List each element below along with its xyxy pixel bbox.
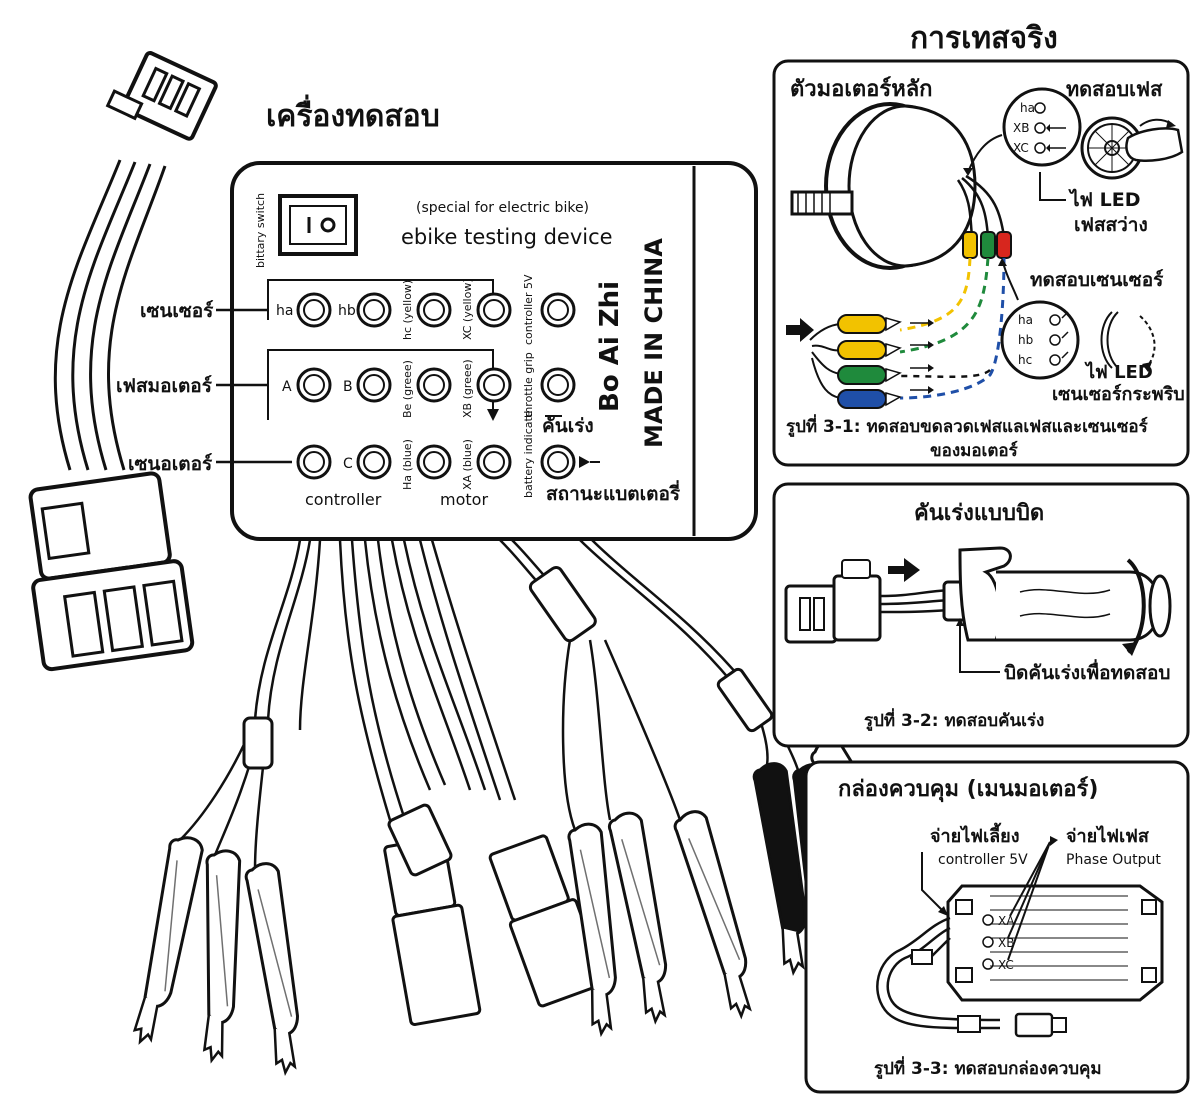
tester-device-body bbox=[216, 161, 758, 541]
panel1-led-sensor-1: ไฟ LED bbox=[1084, 361, 1153, 383]
bottom-label-controller: controller bbox=[305, 490, 382, 509]
panel1-led-phase-2: เฟสสว่าง bbox=[1074, 214, 1148, 236]
panel1-phase-test: ทดสอบเฟส bbox=[1066, 77, 1163, 101]
panel3-drawing bbox=[804, 760, 1190, 1094]
jack-label-battery-indicate: battery indicate bbox=[522, 410, 535, 498]
jack-label-hb: hb bbox=[338, 303, 356, 319]
test-leads bbox=[179, 539, 802, 871]
panel1-sensor-led-ha: ha bbox=[1018, 313, 1033, 327]
jack-label-xa-blue: XA (blue) bbox=[461, 439, 474, 490]
panel3-phase-th: จ่ายไฟเฟส bbox=[1066, 825, 1150, 847]
callout-battery-status: สถานะแบตเตอรี่ bbox=[546, 480, 681, 505]
panel3-supply-en: controller 5V bbox=[938, 852, 1028, 868]
panel2-title: คันเร่งแบบบิด bbox=[914, 501, 1044, 526]
bottom-label-motor: motor bbox=[440, 490, 488, 509]
panel1-phase-led-ha: ha bbox=[1020, 101, 1035, 115]
jack-row-3 bbox=[296, 444, 576, 480]
right-heading: การเทสจริง bbox=[910, 21, 1058, 56]
top-left-connector bbox=[28, 51, 218, 672]
panel1-led-phase-1: ไฟ LED bbox=[1068, 188, 1140, 211]
panel1-led-sensor-2: เซนเซอร์กระพริบ bbox=[1052, 383, 1185, 405]
jack-label-b: B bbox=[343, 379, 353, 395]
panel3-title: กล่องควบคุม (เมนมอเตอร์) bbox=[838, 776, 1098, 803]
panel2-note: บิดคันเร่งเพื่อทดสอบ bbox=[1004, 659, 1170, 684]
panel2-drawing bbox=[772, 482, 1190, 748]
jack-label-c: C bbox=[343, 456, 353, 472]
jack-label-xb: XB (greee) bbox=[461, 359, 474, 418]
origin-text: MADE IN CHINA bbox=[640, 238, 668, 448]
panel1-sensor-test: ทดสอบเซนเซอร์ bbox=[1030, 269, 1164, 291]
jack-label-controller-5v: controller 5V bbox=[522, 274, 535, 345]
jack-row-1 bbox=[296, 292, 576, 328]
panel3-phase-en: Phase Output bbox=[1066, 852, 1161, 868]
callout-phase-motor: เฟสมอเตอร์ bbox=[116, 375, 213, 397]
panel3-caption: รูปที่ 3-3: ทดสอบกล่องควบคุม bbox=[874, 1056, 1102, 1080]
panel1-phase-led-xc: XC bbox=[1013, 141, 1029, 155]
cable-sleeves bbox=[242, 565, 774, 770]
panel1-drawing bbox=[772, 59, 1190, 467]
jack-row-2 bbox=[296, 367, 576, 403]
panel1-phase-led-xb: XB bbox=[1013, 121, 1029, 135]
jack-label-hc-yellow: hc (yellow) bbox=[401, 280, 414, 340]
panel1-sensor-led-hc: hc bbox=[1018, 353, 1032, 367]
panel1-caption-2: ของมอเตอร์ bbox=[930, 440, 1019, 461]
device-title: ebike testing device bbox=[401, 225, 613, 249]
callout-sensor: เซนเซอร์ bbox=[140, 300, 214, 322]
switch-label: bittary switch bbox=[254, 193, 267, 268]
jack-label-a: A bbox=[282, 379, 292, 395]
jack-label-throttle-grip: throttle grip bbox=[522, 352, 535, 418]
panel3-output-xb: XB bbox=[998, 936, 1014, 950]
jack-label-xc-yellow: XC (yellow) bbox=[461, 278, 474, 340]
panel1-title: ตัวมอเตอร์หลัก bbox=[790, 76, 933, 102]
panel1-caption-1: รูปที่ 3-1: ทดสอบขดลวดเฟสแลเฟสและเซนเซอร… bbox=[786, 414, 1149, 438]
panel3-supply-th: จ่ายไฟเลี้ยง bbox=[930, 822, 1020, 847]
brand-text: Bo Ai Zhi bbox=[595, 281, 625, 412]
jack-label-be: Be (greee) bbox=[401, 360, 414, 418]
device-subtitle: (special for electric bike) bbox=[416, 200, 589, 216]
panel1-sensor-led-hb: hb bbox=[1018, 333, 1033, 347]
callout-throttle: คันเร่ง bbox=[542, 415, 594, 437]
panel3-output-xa: XA bbox=[998, 914, 1015, 928]
panel2-caption: รูปที่ 3-2: ทดสอบคันเร่ง bbox=[864, 708, 1044, 732]
lead-connectors bbox=[383, 803, 607, 1026]
callout-sensor-motor: เซนอเตอร์ bbox=[128, 453, 213, 475]
jack-label-ha-blue: Ha (blue) bbox=[401, 439, 414, 490]
jack-label-ha: ha bbox=[276, 303, 293, 319]
device-heading: เครื่องทดสอบ bbox=[266, 94, 440, 134]
panel3-output-xc: XC bbox=[998, 958, 1014, 972]
